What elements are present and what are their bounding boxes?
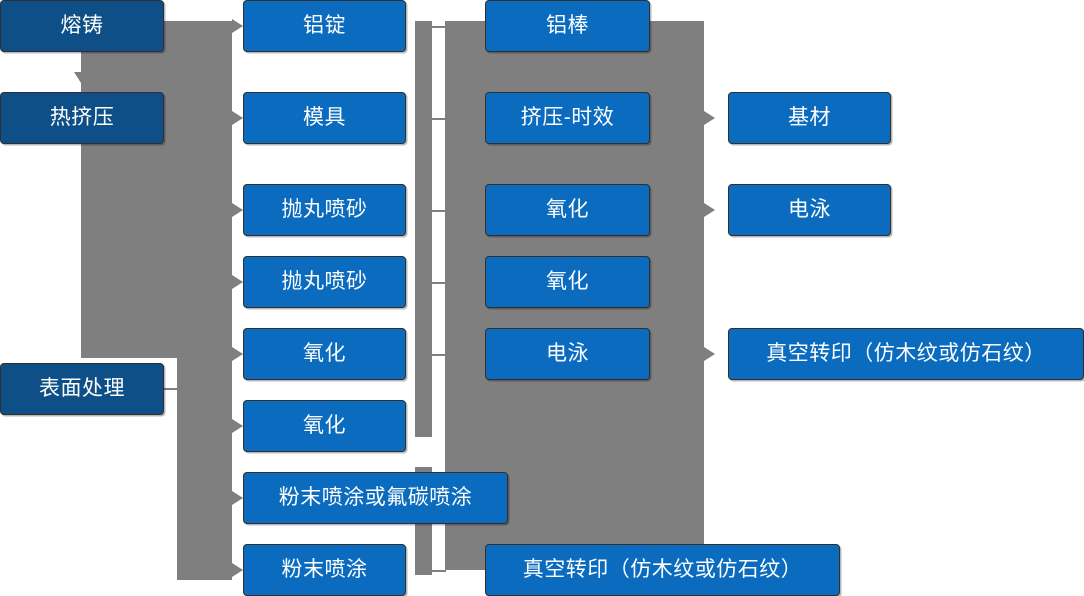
fanout-arrow-icon-1 [232, 19, 243, 33]
node-c2n3[interactable]: 抛丸喷砂 [243, 184, 406, 236]
node-label: 抛丸喷砂 [281, 270, 368, 294]
node-label: 氧化 [303, 342, 346, 366]
fanout-arrow-icon-2 [232, 111, 243, 125]
node-label: 模具 [303, 106, 346, 130]
melt-to-extrude-arrow-icon [74, 72, 88, 83]
node-c4n1[interactable]: 基材 [728, 92, 891, 144]
node-c1n1[interactable]: 熔铸 [0, 0, 164, 52]
node-c2n4[interactable]: 抛丸喷砂 [243, 256, 406, 308]
fanout-arrow-icon-5 [232, 347, 243, 361]
node-label: 基材 [788, 106, 831, 130]
node-c2n5[interactable]: 氧化 [243, 328, 406, 380]
node-c2n6[interactable]: 氧化 [243, 400, 406, 452]
node-label: 真空转印（仿木纹或仿石纹） [766, 342, 1046, 366]
node-label: 氧化 [546, 270, 589, 294]
node-label: 氧化 [303, 414, 346, 438]
node-c4n3[interactable]: 真空转印（仿木纹或仿石纹） [728, 328, 1084, 380]
node-c3n2[interactable]: 挤压-时效 [485, 92, 650, 144]
node-label: 氧化 [546, 198, 589, 222]
node-label: 热挤压 [49, 106, 115, 130]
output-arrow-icon-3 [704, 347, 715, 361]
output-arrow-icon-1 [704, 111, 715, 125]
node-c2n2[interactable]: 模具 [243, 92, 406, 144]
tick-line-5 [432, 354, 446, 356]
node-c2n1[interactable]: 铝锭 [243, 0, 406, 52]
tick-line-4 [432, 282, 446, 284]
node-c3n5[interactable]: 电泳 [485, 328, 650, 380]
tick-line-3 [432, 210, 446, 212]
node-c2n8[interactable]: 粉末喷涂 [243, 544, 406, 596]
mid-connector-bar-upper [415, 21, 432, 437]
fanout-arrow-icon-8 [232, 563, 243, 577]
node-label: 粉末喷涂 [281, 558, 368, 582]
fanout-arrow-icon-6 [232, 419, 243, 433]
node-c3n3[interactable]: 氧化 [485, 184, 650, 236]
fanout-arrow-icon-4 [232, 275, 243, 289]
node-c3n1[interactable]: 铝棒 [485, 0, 650, 52]
fanout-arrow-icon-7 [232, 491, 243, 505]
node-label: 熔铸 [60, 14, 104, 38]
node-label: 抛丸喷砂 [281, 198, 368, 222]
node-c2n7[interactable]: 粉末喷涂或氟碳喷涂 [243, 472, 508, 524]
node-c4n2[interactable]: 电泳 [728, 184, 891, 236]
fanout-arrow-icon-3 [232, 203, 243, 217]
node-label: 表面处理 [39, 377, 125, 401]
node-label: 真空转印（仿木纹或仿石纹） [522, 558, 803, 582]
node-label: 铝锭 [303, 14, 346, 38]
output-arrow-icon-2 [704, 203, 715, 217]
tick-line-1 [432, 26, 446, 28]
node-c1n3[interactable]: 表面处理 [0, 363, 164, 415]
left-connector-stem [177, 358, 232, 580]
surface-treatment-link [164, 388, 190, 390]
node-c3n4[interactable]: 氧化 [485, 256, 650, 308]
tick-line-6 [432, 570, 446, 572]
node-label: 铝棒 [546, 14, 589, 38]
tick-line-2 [432, 118, 446, 120]
node-label: 挤压-时效 [520, 106, 615, 130]
node-c1n2[interactable]: 热挤压 [0, 92, 164, 144]
node-label: 粉末喷涂或氟碳喷涂 [278, 486, 473, 510]
node-label: 电泳 [546, 342, 589, 366]
node-label: 电泳 [788, 198, 831, 222]
left-connector-band [81, 21, 232, 358]
node-c3n6[interactable]: 真空转印（仿木纹或仿石纹） [485, 544, 840, 596]
